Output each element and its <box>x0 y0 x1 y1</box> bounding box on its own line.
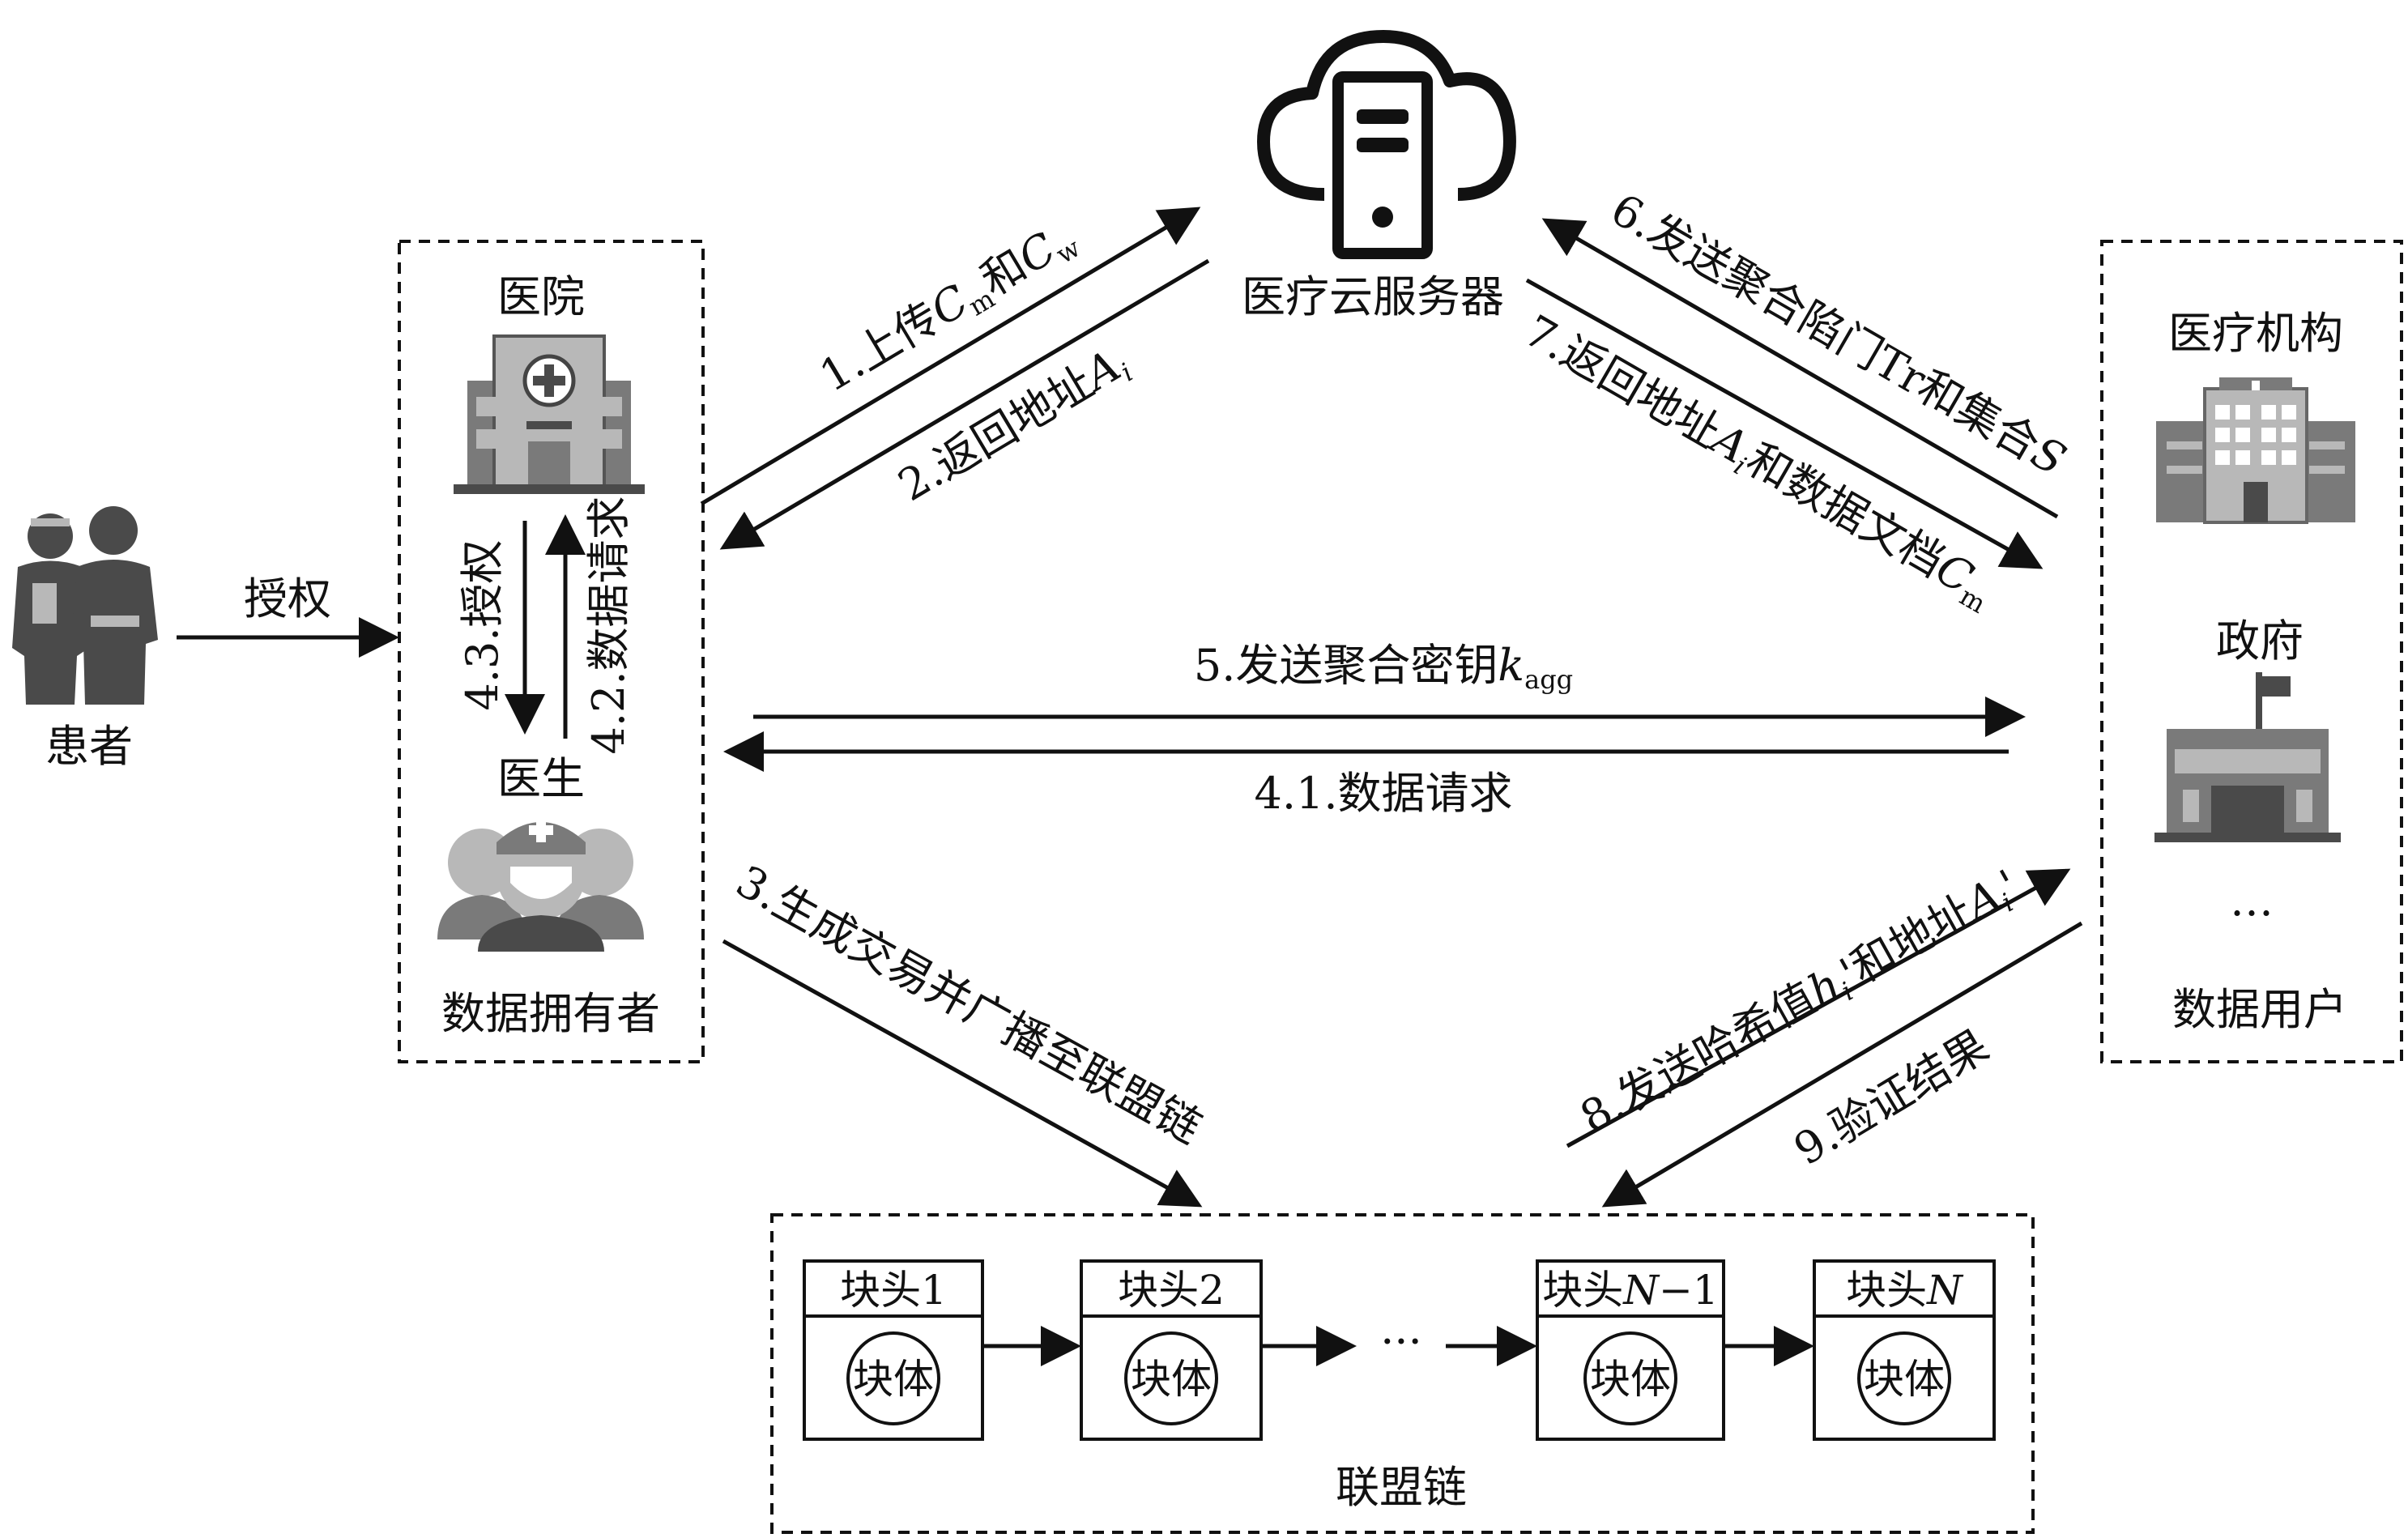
block-1: 块头1 块体 <box>803 1259 984 1441</box>
doctor-icon <box>437 818 644 952</box>
medical-institution-label: 医疗机构 <box>2168 308 2343 359</box>
block-body: 块体 <box>1590 1356 1671 1403</box>
doctor-label: 医生 <box>497 753 585 804</box>
block-n-minus-1: 块头N−1 块体 <box>1536 1259 1725 1441</box>
consortium-chain-label: 联盟链 <box>1336 1462 1467 1513</box>
edge-5-label: 5.发送聚合密钥kagg <box>1194 640 1573 695</box>
edge-4-1-label: 4.1.数据请求 <box>1254 768 1512 819</box>
upload-arrow <box>700 207 1201 506</box>
block-body: 块体 <box>1864 1356 1945 1403</box>
block-header: 块头N−1 <box>1542 1267 1718 1314</box>
hospital-label: 医院 <box>497 271 585 322</box>
return-address-arrow <box>719 258 1210 550</box>
government-icon <box>2154 672 2341 842</box>
data-user-label: 数据用户 <box>2172 984 2347 1035</box>
edge-4-3-label: 4.3.授权 <box>457 539 508 710</box>
block-n: 块头N 块体 <box>1813 1259 1996 1441</box>
broadcast-transaction-arrow <box>722 939 1203 1208</box>
block-header: 块头N <box>1846 1267 1964 1314</box>
edge-3-label: 3.生成交易并广播至联盟链 <box>728 855 1210 1153</box>
block-header: 块头2 <box>1118 1267 1225 1314</box>
data-user-ellipsis: … <box>2230 875 2274 926</box>
edge-9-label: 9.验证结果 <box>1785 1020 1997 1175</box>
data-user-box <box>2100 240 2403 1063</box>
return-documents-arrow <box>1525 278 2044 569</box>
cloud-server-icon <box>1257 30 1516 259</box>
block-body: 块体 <box>853 1356 934 1403</box>
edge-6-label: 6.发送聚合陷门Tr和集合S <box>1603 184 2075 486</box>
hospital-icon <box>454 334 645 494</box>
edge-7-label: 7.返回地址Ai和数据文档Cm <box>1514 305 2003 620</box>
government-label: 政府 <box>2216 616 2304 667</box>
medical-institution-icon <box>2156 377 2355 524</box>
verify-result-arrow <box>1601 921 2083 1208</box>
patient-label: 患者 <box>45 721 133 772</box>
data-owner-box <box>398 240 705 1063</box>
send-hash-arrow <box>1566 868 2071 1148</box>
edge-4-2-label: 4.2.数据请求 <box>583 496 634 754</box>
block-body: 块体 <box>1131 1356 1212 1403</box>
block-2: 块头2 块体 <box>1080 1259 1263 1441</box>
block-header: 块头1 <box>840 1267 947 1314</box>
cloud-server-label: 医疗云服务器 <box>1242 271 1504 322</box>
send-trapdoor-arrow <box>1541 218 2059 519</box>
edge-8-label: 8.发送哈希值hi'和地址Ai' <box>1572 860 2029 1147</box>
consortium-chain-box <box>770 1213 2035 1534</box>
data-owner-label: 数据拥有者 <box>441 988 660 1039</box>
patient-icon <box>12 506 158 705</box>
chain-ellipsis: ··· <box>1380 1316 1422 1367</box>
authorize-label: 授权 <box>244 573 331 624</box>
